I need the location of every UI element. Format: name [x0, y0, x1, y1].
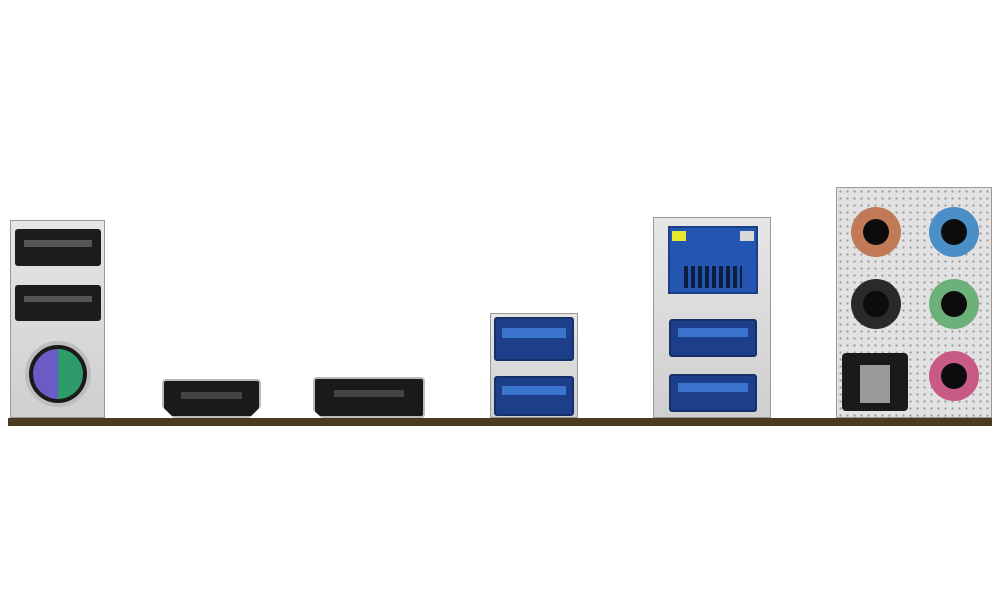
usb3-stack: [490, 313, 578, 418]
ps2-keyboard-half: [33, 349, 58, 399]
optical-spdif-port[interactable]: [842, 353, 908, 411]
usb3-port-lan-bottom[interactable]: [669, 374, 757, 412]
usb3-port-top[interactable]: [494, 317, 574, 361]
displayport-port[interactable]: [313, 377, 425, 418]
rj45-lan-port[interactable]: [668, 226, 758, 294]
audio-jack-rear-speaker[interactable]: [851, 279, 901, 329]
usb-ps2-stack: [10, 220, 105, 418]
lan-contacts: [684, 266, 742, 288]
usb3-port-lan-top[interactable]: [669, 319, 757, 357]
lan-led-green: [740, 231, 754, 241]
ps2-mouse-half: [58, 349, 83, 399]
lan-usb3-stack: [653, 217, 771, 418]
usb3-port-bottom[interactable]: [494, 376, 574, 416]
audio-jack-center-sub[interactable]: [851, 207, 901, 257]
ps2-combo-port[interactable]: [25, 341, 91, 407]
audio-jack-line-in[interactable]: [929, 207, 979, 257]
audio-jack-mic[interactable]: [929, 351, 979, 401]
motherboard-pcb-edge: [8, 418, 992, 426]
hdmi-port[interactable]: [162, 379, 261, 418]
usb2-port-top[interactable]: [15, 229, 101, 266]
optical-shutter: [860, 365, 890, 403]
audio-jack-line-out[interactable]: [929, 279, 979, 329]
audio-panel: [836, 187, 992, 418]
lan-led-yellow: [672, 231, 686, 241]
usb2-port-bottom[interactable]: [15, 285, 101, 321]
